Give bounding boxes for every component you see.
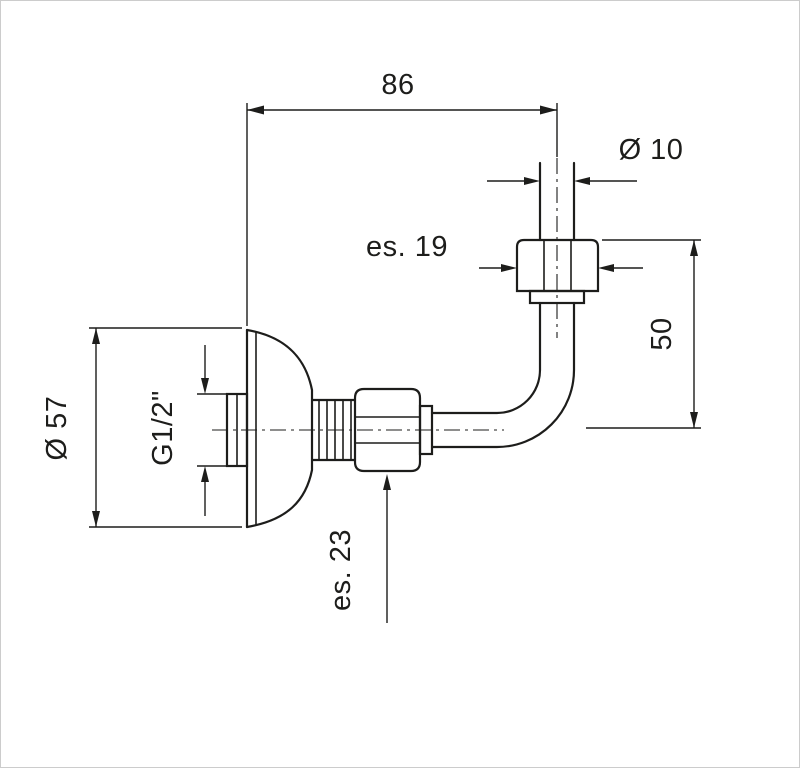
dim-es23-arrow: [383, 474, 391, 490]
dim-es19-label: es. 19: [366, 231, 448, 263]
dim-50: 50: [586, 239, 701, 429]
elbow-inner-contour: [430, 301, 542, 415]
dim-50-arrow-top: [690, 240, 698, 256]
dim-57-arrow-top: [92, 328, 100, 344]
dim-10-label: Ø 10: [619, 134, 684, 166]
dim-thread: G1/2": [147, 345, 231, 516]
dim-es19: es. 19: [366, 231, 643, 272]
dim-50-arrow-bottom: [690, 412, 698, 428]
dim-86-arrow-left: [247, 105, 264, 115]
dim-86-label: 86: [381, 69, 414, 101]
dim-10-arrow-right: [574, 177, 590, 185]
upper-hex-nut: [515, 238, 600, 293]
threaded-section: [311, 398, 357, 462]
dim-es19-arrow-right: [598, 264, 614, 272]
wall-nipple: [225, 392, 249, 468]
dim-g12-arrow-top: [201, 378, 209, 394]
fitting-body: [225, 161, 600, 529]
lower-hex-nut: [353, 387, 422, 473]
dim-86-arrow-right: [540, 105, 557, 115]
centerlines: [212, 158, 558, 431]
dim-g12-label: G1/2": [147, 390, 179, 466]
dim-57-label: Ø 57: [41, 396, 73, 461]
dim-50-label: 50: [646, 317, 678, 350]
elbow-outer-contour: [430, 301, 576, 449]
flange-bell-profile: [245, 328, 314, 529]
dim-flange-diameter: Ø 57: [41, 327, 242, 528]
dim-57-arrow-bottom: [92, 511, 100, 527]
dim-es23-label: es. 23: [325, 529, 357, 611]
wall-flange: [245, 328, 314, 529]
dim-es23: es. 23: [325, 474, 391, 623]
dim-10-arrow-left: [524, 177, 540, 185]
dim-es19-arrow-left: [501, 264, 517, 272]
upper-nut-collar: [528, 289, 586, 305]
dim-g12-arrow-bottom: [201, 466, 209, 482]
dim-86: 86: [246, 69, 558, 326]
dim-pipe-diameter: Ø 10: [487, 134, 683, 185]
